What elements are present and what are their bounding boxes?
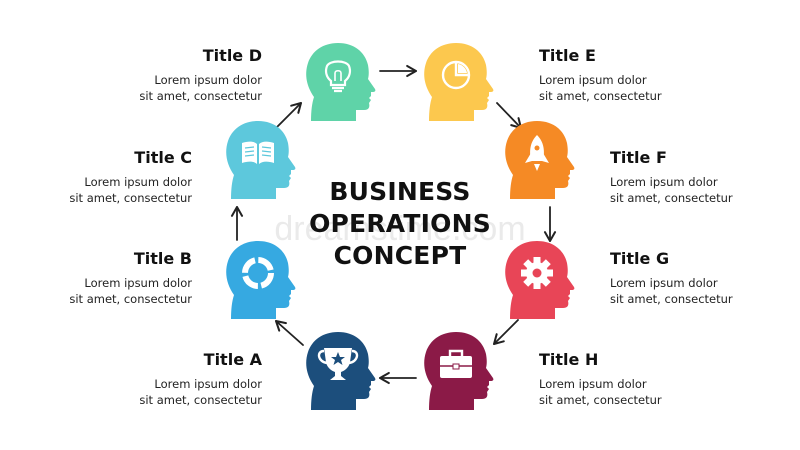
head-silhouette bbox=[424, 43, 494, 121]
item-desc-line-1: Lorem ipsum dolor bbox=[610, 175, 718, 189]
arrow-a-to-b bbox=[274, 319, 304, 346]
item-desc-line-2: sit amet, consectetur bbox=[610, 191, 733, 205]
label-title-g: Title G Lorem ipsum dolor sit amet, cons… bbox=[610, 249, 800, 307]
watermark-text: dreamstime.com bbox=[274, 210, 525, 248]
item-desc-line-1: Lorem ipsum dolor bbox=[154, 73, 262, 87]
item-desc-line-2: sit amet, consectetur bbox=[610, 292, 733, 306]
book-icon bbox=[242, 141, 274, 164]
arrow-e-to-f bbox=[496, 102, 523, 130]
item-desc-line-1: Lorem ipsum dolor bbox=[154, 377, 262, 391]
label-title-d: Title D Lorem ipsum dolor sit amet, cons… bbox=[72, 46, 262, 104]
item-title: Title E bbox=[539, 46, 596, 65]
item-title: Title H bbox=[539, 350, 599, 369]
gear-icon bbox=[521, 257, 553, 289]
head-title-f bbox=[505, 121, 575, 199]
item-title: Title F bbox=[610, 148, 667, 167]
item-title: Title G bbox=[610, 249, 670, 268]
label-title-b: Title B Lorem ipsum dolor sit amet, cons… bbox=[2, 249, 192, 307]
item-title: Title A bbox=[203, 350, 262, 369]
lightbulb-icon bbox=[324, 60, 352, 93]
flow-arrows bbox=[230, 64, 557, 385]
item-desc-line-1: Lorem ipsum dolor bbox=[84, 175, 192, 189]
label-title-e: Title E Lorem ipsum dolor sit amet, cons… bbox=[539, 46, 729, 104]
label-title-h: Title H Lorem ipsum dolor sit amet, cons… bbox=[539, 350, 729, 408]
pie-chart-icon bbox=[441, 60, 471, 90]
item-desc-line-1: Lorem ipsum dolor bbox=[539, 377, 647, 391]
item-title: Title D bbox=[202, 46, 262, 65]
item-desc-line-1: Lorem ipsum dolor bbox=[84, 276, 192, 290]
head-title-e bbox=[424, 43, 494, 121]
head-title-c bbox=[226, 121, 296, 199]
center-title-line-1: BUSINESS bbox=[329, 177, 471, 206]
item-desc-line-2: sit amet, consectetur bbox=[69, 292, 192, 306]
head-title-d bbox=[306, 43, 376, 121]
item-desc-line-2: sit amet, consectetur bbox=[539, 393, 662, 407]
item-desc-line-2: sit amet, consectetur bbox=[139, 393, 262, 407]
item-title: Title C bbox=[134, 148, 192, 167]
briefcase-icon bbox=[440, 349, 472, 378]
item-desc-line-2: sit amet, consectetur bbox=[539, 89, 662, 103]
head-title-a bbox=[306, 332, 376, 410]
label-title-a: Title A Lorem ipsum dolor sit amet, cons… bbox=[72, 350, 262, 408]
center-title-line-2: OPERATIONS bbox=[309, 209, 491, 238]
head-silhouette bbox=[226, 241, 296, 319]
item-desc-line-1: Lorem ipsum dolor bbox=[610, 276, 718, 290]
arrow-c-to-d bbox=[275, 101, 303, 129]
trophy-icon bbox=[317, 348, 359, 380]
item-desc-line-2: sit amet, consectetur bbox=[139, 89, 262, 103]
rocket-icon bbox=[525, 135, 549, 171]
center-title-line-3: CONCEPT bbox=[333, 241, 467, 270]
head-silhouette bbox=[306, 43, 376, 121]
label-title-f: Title F Lorem ipsum dolor sit amet, cons… bbox=[610, 148, 800, 206]
item-desc-line-1: Lorem ipsum dolor bbox=[539, 73, 647, 87]
head-title-g bbox=[505, 241, 575, 319]
item-title: Title B bbox=[133, 249, 192, 268]
head-title-b bbox=[226, 241, 296, 319]
head-title-h bbox=[424, 332, 494, 410]
label-title-c: Title C Lorem ipsum dolor sit amet, cons… bbox=[2, 148, 192, 206]
item-desc-line-2: sit amet, consectetur bbox=[69, 191, 192, 205]
cycle-icon bbox=[242, 257, 274, 289]
arrow-g-to-h bbox=[492, 319, 519, 346]
center-title: BUSINESS OPERATIONS CONCEPT bbox=[300, 176, 500, 272]
